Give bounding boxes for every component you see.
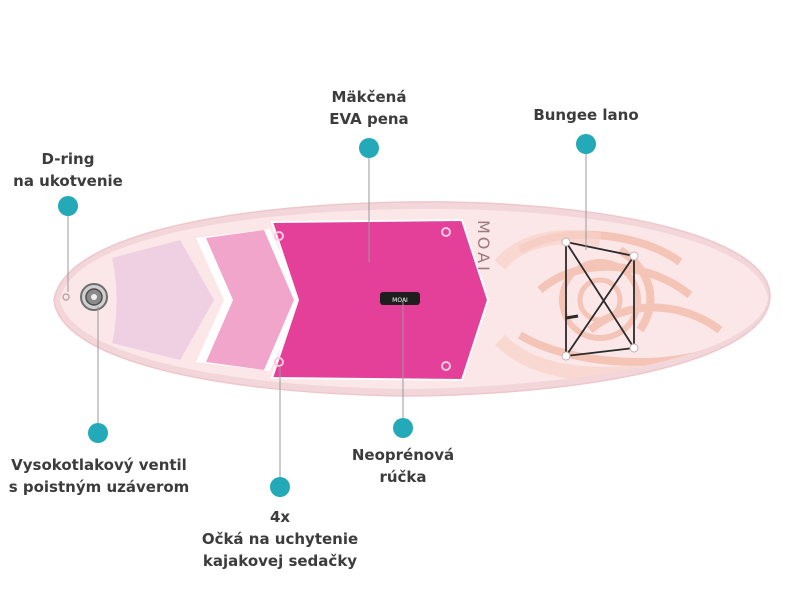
bungee-cord — [565, 241, 635, 357]
marker-dring — [58, 196, 78, 216]
handle-logo: MOAI — [392, 297, 408, 304]
label-d-ring: D-ring na ukotvenie — [13, 150, 123, 190]
label-valve: Vysokotlakový ventil s poistným uzáverom — [8, 456, 190, 496]
ring-icon — [274, 357, 284, 367]
ring-icon — [274, 231, 284, 241]
ring-icon — [441, 361, 451, 371]
seat-rings — [274, 227, 451, 371]
label-seat-rings: 4x Očká na uchytenie kajakovej sedačky — [201, 508, 359, 570]
tail-pad — [112, 240, 214, 360]
marker-bungee — [576, 134, 596, 154]
marker-eva — [359, 138, 379, 158]
d-ring-icon — [62, 293, 70, 301]
brand-logo: MOAI — [474, 220, 493, 274]
marker-handle — [393, 418, 413, 438]
marker-rings — [270, 477, 290, 497]
handle-icon — [380, 292, 420, 305]
ring-icon — [441, 227, 451, 237]
label-handle: Neoprénová rúčka — [351, 446, 455, 486]
chevron-light — [206, 230, 294, 370]
marker-valve — [88, 423, 108, 443]
valve-icon — [80, 283, 108, 311]
label-bungee: Bungee lano — [533, 106, 639, 124]
label-eva-foam: Mäkčená EVA pena — [329, 88, 409, 128]
